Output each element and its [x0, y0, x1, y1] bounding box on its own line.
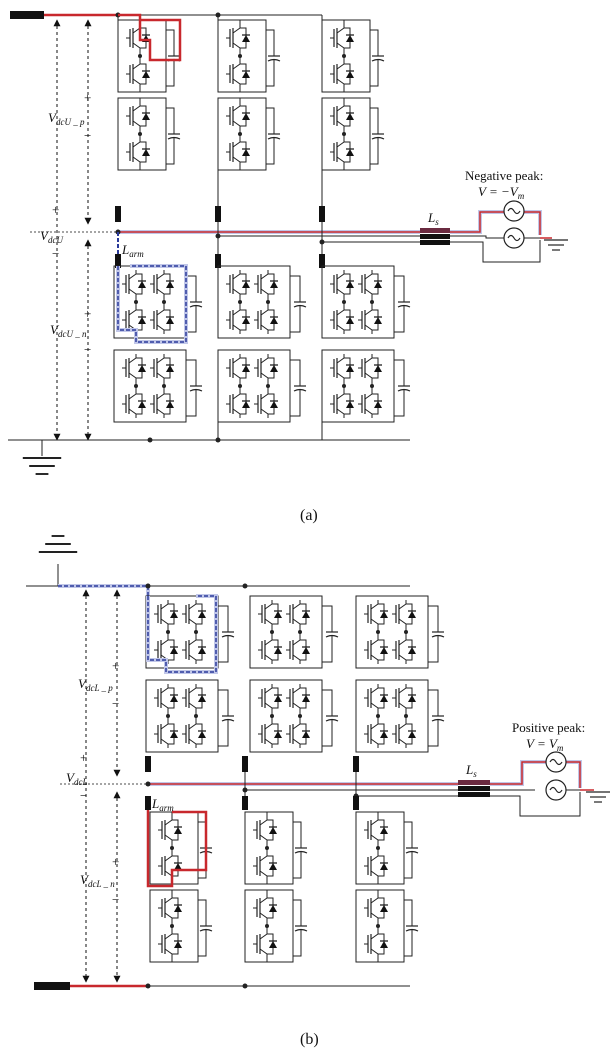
svg-text:Ls: Ls	[465, 762, 477, 779]
lower-v-label-b: V	[80, 872, 90, 887]
svg-text:VdcU: VdcU	[40, 228, 63, 245]
svg-text:VdcL _ p: VdcL _ p	[78, 676, 113, 693]
svg-text:V = −Vm: V = −Vm	[478, 184, 525, 201]
ls-label-a: L	[427, 210, 435, 225]
lower-arm-b2	[245, 812, 307, 962]
peak-title-a: Negative peak:	[465, 168, 543, 183]
positive-current-path-a	[118, 13, 182, 62]
upper-v-plus-b: +	[112, 658, 119, 673]
svg-text:VdcU _ p: VdcU _ p	[48, 110, 85, 127]
ground-icon	[543, 239, 569, 251]
upper-arm-b2	[250, 596, 338, 752]
lower-v-plus-a: +	[84, 306, 91, 321]
lower-v-plus-b: +	[112, 854, 119, 869]
peak-eq-sub-b: m	[557, 743, 564, 753]
upper-v-minus-a: −	[84, 128, 91, 143]
figure-b	[26, 535, 611, 990]
total-v-plus-a: +	[52, 202, 59, 217]
upper-v-plus-a: +	[84, 90, 91, 105]
ls-sub-a: s	[435, 217, 439, 227]
total-v-minus-b: −	[80, 788, 87, 803]
caption-b: (b)	[300, 1031, 319, 1048]
ls-label-b: L	[465, 762, 473, 777]
upper-arm-a3	[322, 20, 384, 170]
arm-inductor-sub-a: arm	[129, 249, 144, 259]
svg-text:VdcU _ n: VdcU _ n	[50, 322, 87, 339]
arm-inductor-sub-b: arm	[159, 803, 174, 813]
upper-v-sub-b: dcL _ p	[86, 683, 113, 693]
arm-inductor-label-b: L	[151, 796, 159, 811]
total-v-label-a: V	[40, 228, 50, 243]
positive-current-path-b	[146, 810, 208, 888]
total-v-plus-b: +	[80, 750, 87, 765]
grid-inductor-b	[458, 780, 490, 785]
lower-arm-a2	[218, 266, 306, 422]
upper-v-label-b: V	[78, 676, 88, 691]
figure-a	[8, 11, 569, 475]
lower-v-minus-b: −	[112, 892, 119, 907]
lower-arm-a3	[322, 266, 410, 422]
ac-source-icon	[503, 200, 525, 222]
lower-v-sub-a: dcU _ n	[58, 329, 87, 339]
lower-v-label-a: V	[50, 322, 60, 337]
upper-v-label-a: V	[48, 110, 58, 125]
caption-a: (a)	[300, 507, 318, 524]
svg-text:Ls: Ls	[427, 210, 439, 227]
total-v-sub-a: dcU	[48, 235, 63, 245]
lower-arm-b3	[356, 812, 418, 962]
total-v-minus-a: −	[52, 246, 59, 261]
lower-v-sub-b: dcL _ n	[88, 879, 115, 889]
svg-text:VdcL: VdcL	[66, 770, 87, 787]
ls-sub-b: s	[473, 769, 477, 779]
total-v-label-b: V	[66, 770, 76, 785]
svg-text:Larm: Larm	[151, 796, 174, 813]
peak-eq-sub-a: m	[518, 191, 525, 201]
svg-text:VdcL _ n: VdcL _ n	[80, 872, 115, 889]
peak-title-b: Positive peak:	[512, 720, 585, 735]
svg-text:V = Vm: V = Vm	[526, 736, 564, 753]
dc-inductor-top-a	[10, 11, 44, 19]
upper-v-minus-b: −	[112, 696, 119, 711]
arm-inductor-label-a: L	[121, 242, 129, 257]
total-v-sub-b: dcL	[74, 777, 88, 787]
peak-eq-a: V = −V	[478, 184, 520, 199]
grid-inductor-a	[420, 228, 450, 233]
upper-arm-a2	[218, 20, 280, 170]
lower-v-minus-a: −	[84, 342, 91, 357]
svg-text:Larm: Larm	[121, 242, 144, 259]
peak-eq-b: V = V	[526, 736, 559, 751]
upper-v-sub-a: dcU _ p	[56, 117, 85, 127]
upper-arm-b3	[356, 596, 444, 752]
